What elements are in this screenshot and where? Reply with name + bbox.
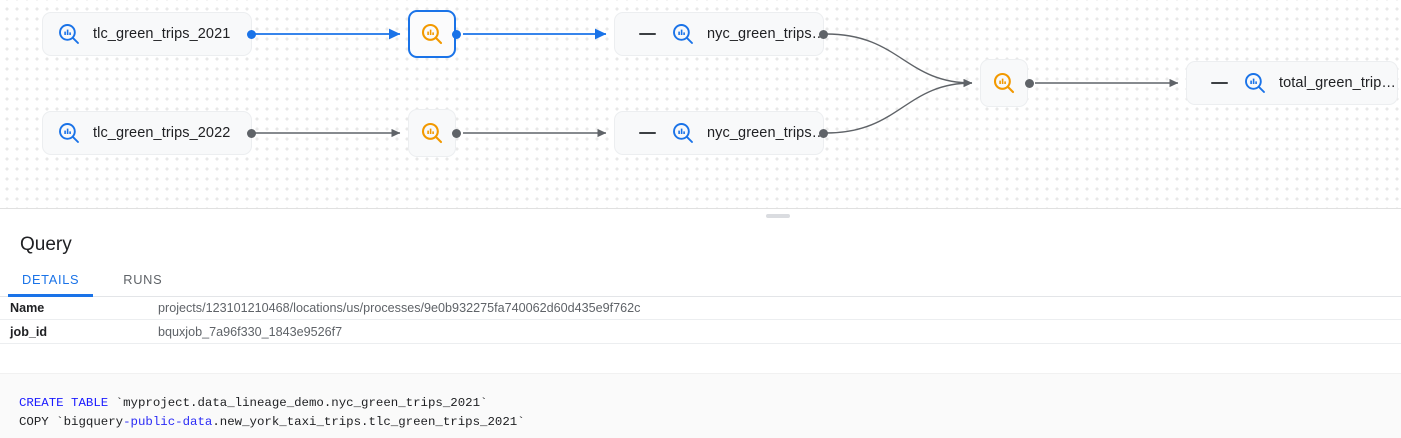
bigquery-process-icon	[993, 72, 1015, 94]
port-out-nyc2021[interactable]	[819, 29, 828, 39]
panel-title: Query	[20, 234, 72, 255]
detail-value: bquxjob_7a96f330_1843e9526f7	[158, 324, 343, 339]
bigquery-table-icon	[673, 123, 693, 143]
port-out-tlc2022[interactable]	[247, 128, 256, 138]
graph-node-label: nyc_green_trips…	[707, 25, 827, 42]
port-out-proctotal[interactable]	[1025, 78, 1034, 88]
graph-node-label: total_green_trip…	[1279, 74, 1396, 91]
graph-node-label: tlc_green_trips_2022	[93, 124, 231, 141]
graph-node-process-2022[interactable]	[408, 109, 456, 157]
sql-code-block: CREATE TABLE `myproject.data_lineage_dem…	[0, 373, 1401, 438]
graph-node-nyc-green-trips-2021[interactable]: nyc_green_trips…	[614, 12, 827, 56]
details-table: Name projects/123101210468/locations/us/…	[0, 296, 1401, 344]
graph-node-nyc-green-trips-2022[interactable]: nyc_green_trips…	[614, 111, 827, 155]
edge-nyc2021-proctotal	[825, 33, 973, 88]
graph-node-label: nyc_green_trips…	[707, 124, 827, 141]
sql-keyword: CREATE TABLE	[19, 396, 109, 410]
port-out-nyc2022[interactable]	[819, 128, 828, 138]
bigquery-table-icon	[1245, 73, 1265, 93]
detail-key: Name	[10, 300, 45, 315]
bigquery-table-icon	[673, 24, 693, 44]
collapse-dash-icon	[1211, 82, 1228, 84]
panel-tabs: DETAILS RUNS	[0, 263, 1401, 297]
tab-runs[interactable]: RUNS	[123, 272, 163, 287]
edge-nyc2022-proctotal	[825, 78, 973, 134]
bigquery-process-icon	[421, 23, 443, 45]
graph-node-tlc-green-trips-2022[interactable]: tlc_green_trips_2022	[42, 111, 252, 155]
graph-node-process-total[interactable]	[980, 59, 1028, 107]
panel-splitter[interactable]	[0, 208, 1401, 222]
port-out-tlc2021[interactable]	[247, 29, 256, 39]
graph-node-label: tlc_green_trips_2021	[93, 25, 231, 42]
bigquery-process-icon	[421, 122, 443, 144]
bigquery-table-icon	[59, 24, 79, 44]
graph-node-tlc-green-trips-2021[interactable]: tlc_green_trips_2021	[42, 12, 252, 56]
graph-node-total-green-trips[interactable]: total_green_trip…	[1186, 61, 1398, 105]
lineage-graph-canvas[interactable]: tlc_green_trips_2021 tlc_green_trips_202…	[0, 0, 1401, 209]
detail-key: job_id	[10, 324, 48, 339]
collapse-dash-icon	[639, 33, 656, 35]
sql-text: `myproject.data_lineage_demo.nyc_green_t…	[108, 396, 488, 410]
table-row: job_id bquxjob_7a96f330_1843e9526f7	[0, 320, 1401, 344]
bigquery-table-icon	[59, 123, 79, 143]
collapse-dash-icon	[639, 132, 656, 134]
detail-value: projects/123101210468/locations/us/proce…	[158, 300, 641, 315]
splitter-drag-handle[interactable]	[766, 214, 790, 218]
port-out-proc2021[interactable]	[452, 29, 461, 39]
port-out-proc2022[interactable]	[452, 128, 461, 138]
table-row: Name projects/123101210468/locations/us/…	[0, 296, 1401, 320]
detail-panel: Query DETAILS RUNS Name projects/1231012…	[0, 221, 1401, 438]
tab-details[interactable]: DETAILS	[0, 263, 101, 297]
graph-node-process-2021[interactable]	[408, 10, 456, 58]
